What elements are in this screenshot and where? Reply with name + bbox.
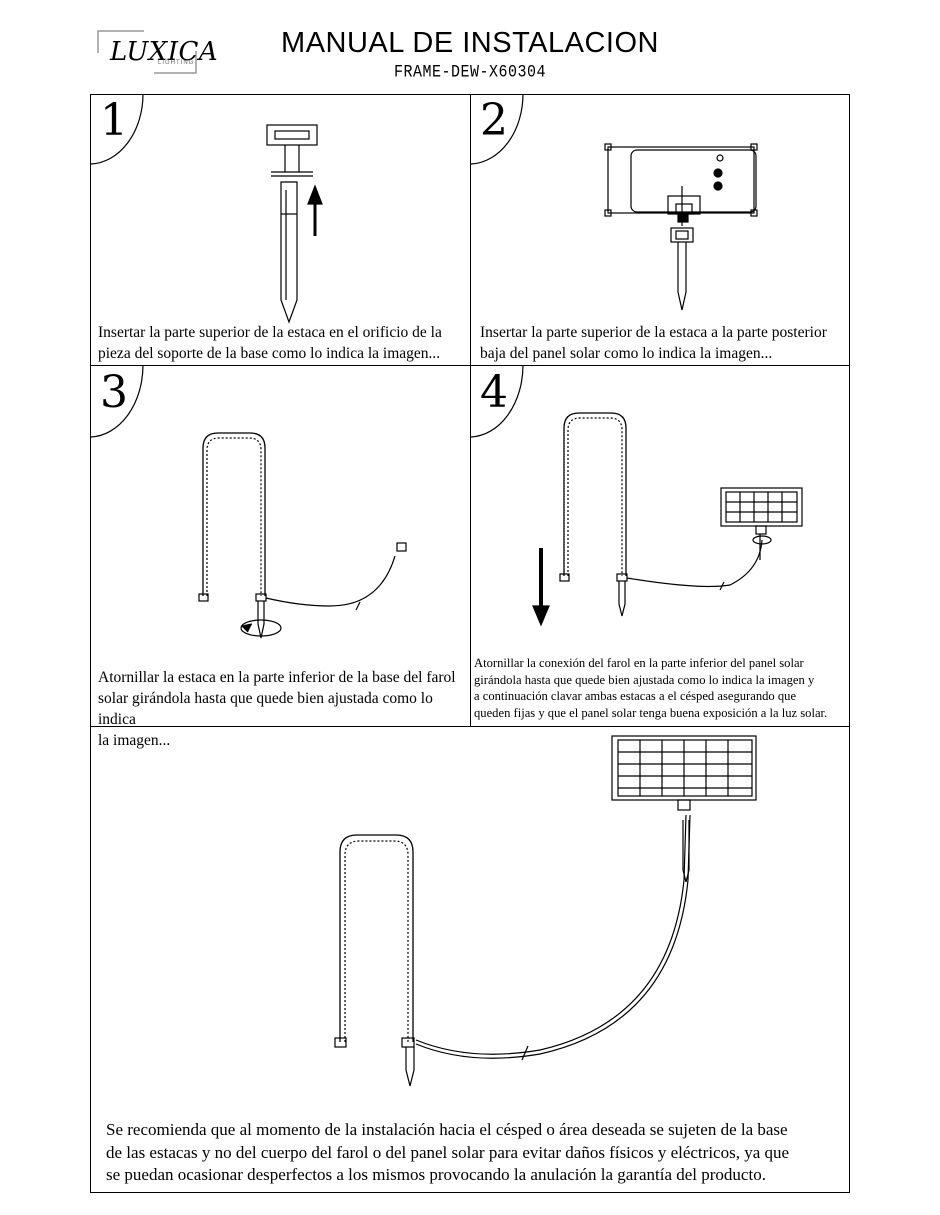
step-3-lamp-illustration <box>198 432 407 639</box>
steps-grid <box>90 94 850 1193</box>
caption-line: la imagen... <box>98 732 171 749</box>
step-4-down-arrow <box>532 548 550 627</box>
step-2-caption: Insertar la parte superior de la estaca … <box>480 322 848 364</box>
note-line: se puedan ocasionar desperfectos a los m… <box>106 1165 766 1184</box>
caption-line: Insertar la parte superior de la estaca … <box>98 324 442 341</box>
model-number: FRAME-DEW-X60304 <box>393 62 547 83</box>
note-line: Se recomienda que al momento de la insta… <box>106 1120 788 1139</box>
logo-text: LUXICA <box>110 37 219 67</box>
column-divider <box>470 95 472 727</box>
step-4-caption: Atornillar la conexión del farol en la p… <box>474 655 849 721</box>
step-4-lamp-illustration <box>559 412 763 617</box>
step-4-panel-illustration <box>720 487 803 560</box>
logo-subtext: LIGHTING <box>158 60 195 66</box>
brand-logo: LUXICA LIGHTING <box>94 27 218 77</box>
step-2-badge-arc <box>470 93 524 165</box>
caption-line: solar girándola hasta que quede bien aju… <box>98 690 433 728</box>
step-1-stake-illustration <box>266 124 318 324</box>
logo-frame <box>97 30 197 74</box>
step-1-up-arrow <box>307 184 323 236</box>
caption-line: girándola hasta que quede bien ajustada … <box>474 672 815 687</box>
caption-line: Atornillar la conexión del farol en la p… <box>474 656 804 670</box>
footer-note: Se recomienda que al momento de la insta… <box>106 1119 841 1187</box>
caption-line: Atornillar la estaca en la parte inferio… <box>98 669 456 686</box>
final-assembly-illustration <box>334 735 757 1087</box>
step-4-badge-arc <box>470 364 524 438</box>
caption-line: Insertar la parte superior de la estaca … <box>480 324 827 341</box>
step-4-number: 4 <box>480 367 508 418</box>
caption-line: a continuación clavar ambas estacas a el… <box>474 689 797 703</box>
step-3-caption: Atornillar la estaca en la parte inferio… <box>98 667 468 751</box>
step-1-number: 1 <box>100 95 128 146</box>
caption-line: queden fijas y que el panel solar tenga … <box>474 705 828 720</box>
page-title: MANUAL DE INSTALACION <box>281 27 659 59</box>
step-2-number: 2 <box>480 95 508 146</box>
caption-line: pieza del soporte de la base como lo ind… <box>98 345 441 362</box>
step-3-badge-arc <box>90 364 144 438</box>
step-1-caption: Insertar la parte superior de la estaca … <box>98 322 468 364</box>
step-3-number: 3 <box>100 367 128 418</box>
step-1-badge-arc <box>90 93 144 165</box>
caption-line: baja del panel solar como lo indica la i… <box>480 345 773 362</box>
note-line: de las estacas y no del cuerpo del farol… <box>106 1142 790 1162</box>
step-2-panel-illustration <box>604 143 758 311</box>
